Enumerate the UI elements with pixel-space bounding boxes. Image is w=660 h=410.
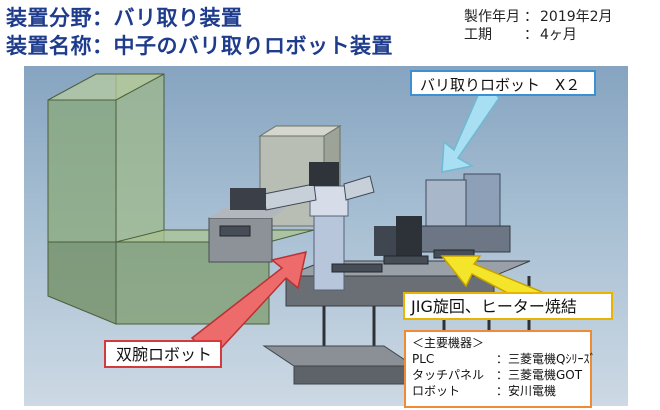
main-equipment-list: ＜主要機器＞ PLC：三菱電機Qｼﾘｰｽﾞ タッチパネル：三菱電機GOT ロボッ… <box>404 330 595 408</box>
equipment-value: 安川電機 <box>508 384 557 398</box>
equipment-separator: ： <box>496 352 509 366</box>
equipment-separator: ： <box>496 384 509 398</box>
equipment-field-title: 装置分野：バリ取り装置 <box>6 2 243 32</box>
construction-period-value: 4ヶ月 <box>540 27 577 43</box>
production-date: 製作年月：2019年2月 <box>464 6 613 26</box>
construction-period: 工期 ：4ヶ月 <box>464 24 577 44</box>
deburr-robots-model <box>374 173 511 256</box>
deburr-robot-callout: バリ取りロボット X２ <box>410 70 596 96</box>
machine-render-drawing <box>47 73 544 385</box>
blue-arrow-icon <box>441 80 500 173</box>
equipment-separator: ： <box>496 368 509 382</box>
field-value: バリ取り装置 <box>113 6 243 30</box>
jig-stations <box>219 225 475 273</box>
field-label: 装置分野 <box>6 6 92 30</box>
construction-period-separator: ： <box>524 27 538 43</box>
equipment-label: タッチパネル <box>412 368 485 382</box>
construction-period-label: 工期 <box>464 27 492 43</box>
equipment-row: タッチパネル ：三菱電機GOT <box>412 367 584 383</box>
production-date-label: 製作年月 <box>464 9 520 25</box>
production-date-separator: ： <box>524 9 538 25</box>
name-separator: ： <box>92 34 114 58</box>
equipment-row: PLC ：三菱電機Qｼﾘｰｽﾞ <box>412 351 595 367</box>
production-date-value: 2019年2月 <box>540 9 613 25</box>
name-value: 中子のバリ取りロボット装置 <box>113 34 393 58</box>
equipment-label: ロボット <box>412 384 461 398</box>
equipment-row: ロボット ：安川電機 <box>412 383 584 399</box>
red-arrow-icon <box>190 250 307 360</box>
equipment-value: 三菱電機GOT <box>508 368 583 382</box>
field-separator: ： <box>92 6 114 30</box>
dual-arm-robot-model <box>230 162 375 291</box>
equipment-name-title: 装置名称：中子のバリ取りロボット装置 <box>6 30 393 60</box>
equipment-value: 三菱電機Qｼﾘｰｽﾞ <box>508 352 596 366</box>
name-label: 装置名称 <box>6 34 92 58</box>
floor-pallet <box>262 345 416 385</box>
dual-arm-robot-callout: 双腕ロボット <box>104 340 222 368</box>
jig-callout: JIG旋回、ヒーター焼結 <box>403 292 613 320</box>
equipment-label: PLC <box>412 352 435 366</box>
equipment-heading: ＜主要機器＞ <box>412 336 485 350</box>
